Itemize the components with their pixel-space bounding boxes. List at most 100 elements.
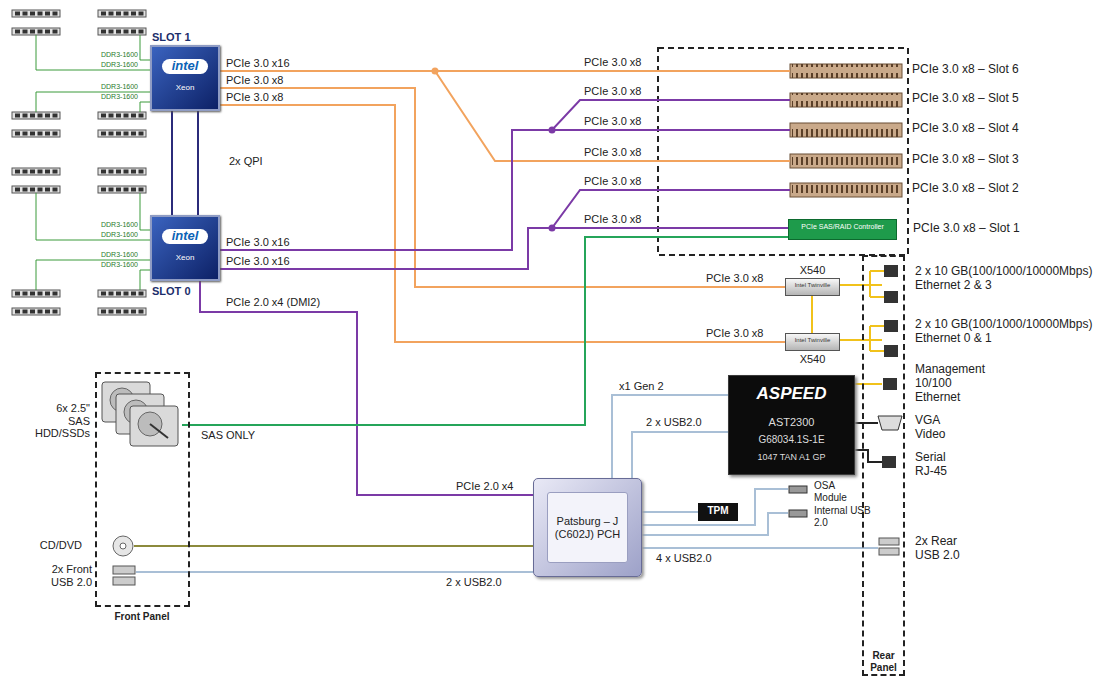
node-label: Management 10/100 Ethernet [915, 363, 997, 404]
dimm-chip [45, 114, 50, 118]
dimm-module [98, 130, 146, 137]
bus-connector [811, 296, 813, 333]
ethernet-controller: X540Intel Twinville [785, 333, 840, 351]
dimm-chip [23, 292, 28, 296]
dimm-chip [23, 188, 28, 192]
dimm-chip [53, 310, 58, 314]
dimm-chip [45, 132, 50, 136]
bus-label: PCIe 3.0 x16 [225, 236, 291, 249]
dimm-chip [101, 114, 106, 118]
bus-connector [612, 395, 728, 478]
dimm-chip [38, 114, 43, 118]
dimm-chip [45, 30, 50, 34]
bus-connector [134, 545, 533, 547]
usb-icon [113, 566, 135, 574]
dimm-chip [109, 30, 114, 34]
pch-chip: Patsburg – J (C602J) PCH [533, 478, 642, 577]
bus-connector [136, 571, 533, 573]
dimm-chip [101, 132, 106, 136]
dimm-module [12, 290, 60, 297]
node-label: 2x Rear USB 2.0 [915, 535, 975, 563]
bus-connector [855, 383, 882, 385]
memory-speed: DDR3-1600 [100, 61, 139, 68]
dimm-module [98, 290, 146, 297]
dimm-chip [109, 170, 114, 174]
dimm-chip [124, 310, 129, 314]
bus-label: SAS ONLY [200, 429, 256, 442]
dimm-chip [139, 170, 144, 174]
node-label: VGA Video [915, 414, 957, 442]
slot-pins [792, 64, 900, 78]
dimm-chip [30, 310, 35, 314]
node-label: 1047 TAN A1 GP [729, 452, 854, 462]
memory-trace [36, 35, 150, 70]
raid-controller: PCIe SAS/RAID ControllerPCIe 3.0 x8 – Sl… [788, 219, 897, 240]
node-label: 6x 2.5" SAS HDD/SSDs [32, 402, 90, 440]
dimm-chip [139, 310, 144, 314]
dimm-module [12, 112, 60, 119]
node-label: G68034.1S-1E [729, 434, 854, 446]
bus-connector [182, 237, 788, 425]
dimm-chip [124, 188, 129, 192]
dimm-chip [139, 188, 144, 192]
slot-body [790, 123, 902, 137]
dimm-chip [30, 12, 35, 16]
dimm-chip [45, 188, 50, 192]
slot-pins [792, 154, 900, 168]
dimm-chip [15, 292, 20, 296]
bus-label: PCIe 3.0 x8 [705, 327, 764, 340]
bmc-chip: ASPEEDAST2300G68034.1S-1E1047 TAN A1 GP [728, 375, 855, 475]
node-label: 2 x 10 GB(100/1000/10000Mbps) Ethernet 0… [915, 318, 1110, 346]
logo-text: Xeon [162, 253, 208, 262]
rj45-icon [884, 320, 898, 332]
bus-label: PCIe 3.0 x8 [583, 115, 642, 128]
node-label: ASPEED [729, 384, 854, 404]
usb-icon [879, 538, 899, 545]
dimm-chip [109, 12, 114, 16]
bus-connector [840, 339, 882, 341]
socket-label: SLOT 1 [152, 31, 232, 44]
serial-icon [882, 456, 896, 468]
dimm-chip [109, 310, 114, 314]
dimm-chip [131, 114, 136, 118]
dimm-chip [131, 132, 136, 136]
node-label: PCIe 3.0 x8 – Slot 1 [913, 222, 1020, 236]
dimm-chip [38, 12, 43, 16]
dimm-chip [101, 12, 106, 16]
dimm-chip [23, 170, 28, 174]
bus-label: PCIe 3.0 x8 [583, 146, 642, 159]
dimm-chip [30, 30, 35, 34]
drive-arm [150, 424, 168, 438]
bus-connector [171, 111, 173, 215]
usb-port: 2x Rear USB 2.0 [878, 537, 900, 556]
dimm-chip [116, 30, 121, 34]
memory-trace [140, 270, 150, 290]
drive-icon [130, 406, 178, 446]
dimm-chip [30, 292, 35, 296]
rj45-icon [884, 265, 898, 277]
bus-connector [642, 547, 878, 549]
dimm-chip [109, 114, 114, 118]
dimm-chip [38, 170, 43, 174]
node-label: 2 x 10 GB(100/1000/10000Mbps) Ethernet 2… [915, 265, 1110, 293]
ethernet-controller: X540Intel Twinville [785, 278, 840, 296]
ethernet-port: 2 x 10 GB(100/1000/10000Mbps) Ethernet 0… [882, 318, 900, 358]
pcie-slot: PCIe 3.0 x8 – Slot 5 [790, 93, 902, 107]
memory-trace [36, 260, 150, 290]
dimm-chip [101, 30, 106, 34]
dimm-chip [30, 132, 35, 136]
header-icon [789, 486, 807, 493]
dimm-module [12, 28, 60, 35]
logo-text: intel [162, 229, 208, 244]
dimm-chip [15, 170, 20, 174]
pcie-slot: PCIe 3.0 x8 – Slot 3 [790, 154, 902, 168]
dimm-chip [139, 114, 144, 118]
dimm-chip [15, 12, 20, 16]
dimm-chip [45, 310, 50, 314]
dimm-chip [23, 30, 28, 34]
dimm-module [98, 28, 146, 35]
rj45-icon [883, 378, 897, 390]
memory-speed: DDR3-1600 [100, 231, 139, 238]
dimm-chip [45, 12, 50, 16]
